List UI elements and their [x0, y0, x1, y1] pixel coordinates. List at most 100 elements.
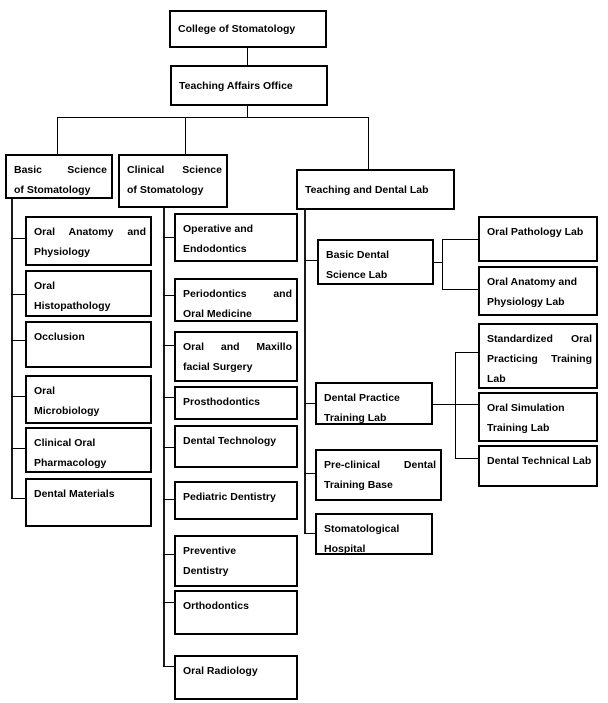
- node-label: facial Surgery: [183, 361, 253, 373]
- connector-stub: [11, 396, 26, 397]
- connector-stub: [11, 238, 26, 239]
- node-label: Dentistry: [183, 565, 229, 577]
- node-label: Teaching and Dental Lab: [305, 183, 429, 196]
- node-label: Basic Science: [14, 164, 107, 176]
- node-clinical-oral-pharmacology: Clinical Oral Pharmacology: [25, 427, 152, 473]
- node-label: Oral Medicine: [183, 308, 252, 320]
- node-label: Practicing Training: [487, 353, 592, 365]
- connector-practice-lab-bracket: [455, 352, 456, 459]
- connector-mainline: [57, 117, 368, 118]
- node-label: Clinical Oral: [34, 437, 96, 449]
- node-label: Lab: [487, 373, 506, 385]
- connector-stub: [442, 239, 478, 240]
- node-label: Dental Practice: [324, 392, 400, 404]
- node-label: Dental Technology: [183, 435, 277, 447]
- connector-stub: [163, 499, 175, 500]
- node-label: Training Lab: [487, 422, 550, 434]
- node-label: Oral and Maxillo: [183, 341, 292, 353]
- node-label: Clinical Science: [127, 164, 222, 176]
- node-label: Occlusion: [34, 331, 85, 343]
- connector-drop-clinical-science: [185, 117, 186, 155]
- connector-basic-lab-bracket: [442, 239, 443, 290]
- connector-stub: [455, 458, 478, 459]
- node-teaching-and-dental-lab: Teaching and Dental Lab: [296, 169, 455, 210]
- node-label: Hospital: [324, 543, 366, 555]
- connector-stub: [163, 397, 175, 398]
- node-teaching-affairs-office: Teaching Affairs Office: [170, 65, 328, 106]
- connector-stub: [163, 447, 175, 448]
- node-label: Training Lab: [324, 412, 387, 424]
- connector-stub: [11, 448, 26, 449]
- node-label: Dental Materials: [34, 488, 115, 500]
- node-label: Operative and: [183, 223, 254, 235]
- node-label: Pre-clinical Dental: [324, 459, 436, 471]
- node-label: Dental Technical Lab: [487, 455, 592, 467]
- node-label: Stomatological: [324, 523, 400, 535]
- node-label: of Stomatology: [14, 184, 91, 196]
- node-dental-practice-training-lab: Dental Practice Training Lab: [315, 382, 433, 425]
- node-label: Orthodontics: [183, 600, 249, 612]
- node-dental-technical-lab: Dental Technical Lab: [478, 445, 598, 487]
- node-label: Oral Anatomy and: [34, 226, 146, 238]
- connector-stub: [11, 498, 26, 499]
- connector-drop-basic-science: [57, 117, 58, 155]
- connector-basic-lab-feed: [434, 262, 443, 263]
- connector-trunk-basic-science: [11, 199, 13, 499]
- connector-college-affairs: [247, 48, 248, 65]
- connector-stub: [304, 473, 316, 474]
- node-label: Prosthodontics: [183, 396, 261, 408]
- node-label: Oral: [34, 385, 56, 397]
- node-basic-science-of-stomatology: Basic Science of Stomatology: [5, 154, 113, 199]
- node-label: Preventive: [183, 545, 237, 557]
- node-label: Science Lab: [326, 269, 388, 281]
- connector-stub: [304, 260, 317, 261]
- connector-stub: [163, 602, 175, 603]
- node-oral-and-maxillofacial-surgery: Oral and Maxillo facial Surgery: [174, 331, 298, 382]
- node-label: Teaching Affairs Office: [179, 79, 293, 92]
- node-oral-histopathology: Oral Histopathology: [25, 270, 152, 317]
- node-college-of-stomatology: College of Stomatology: [169, 10, 327, 48]
- node-label: Oral Anatomy and: [487, 276, 578, 288]
- node-dental-materials: Dental Materials: [25, 478, 152, 527]
- connector-drop-teaching-lab: [368, 117, 369, 169]
- node-stomatological-hospital: Stomatological Hospital: [315, 513, 433, 555]
- node-label: Physiology: [34, 246, 91, 258]
- node-pre-clinical-dental-training-base: Pre-clinical Dental Training Base: [315, 449, 442, 501]
- node-operative-and-endodontics: Operative and Endodontics: [174, 213, 298, 262]
- connector-stub: [11, 294, 26, 295]
- node-oral-microbiology: Oral Microbiology: [25, 375, 152, 424]
- node-oral-simulation-training-lab: Oral Simulation Training Lab: [478, 392, 598, 442]
- node-label: Histopathology: [34, 300, 111, 312]
- node-label: Oral: [34, 280, 56, 292]
- connector-stub: [304, 403, 316, 404]
- node-label: Standardized Oral: [487, 333, 592, 345]
- node-periodontics-and-oral-medicine: Periodontics and Oral Medicine: [174, 278, 298, 322]
- node-dental-technology: Dental Technology: [174, 425, 298, 468]
- node-oral-anatomy-and-physiology: Oral Anatomy and Physiology: [25, 216, 152, 266]
- node-label: Microbiology: [34, 405, 100, 417]
- connector-stub: [163, 295, 175, 296]
- connector-trunk-clinical-science: [163, 208, 165, 667]
- connector-trunk-teaching-lab: [304, 209, 306, 534]
- node-clinical-science-of-stomatology: Clinical Science of Stomatology: [118, 154, 228, 208]
- node-oral-radiology: Oral Radiology: [174, 655, 298, 700]
- node-orthodontics: Orthodontics: [174, 590, 298, 635]
- connector-stub: [163, 237, 175, 238]
- node-label: of Stomatology: [127, 184, 204, 196]
- node-oral-anatomy-and-physiology-lab: Oral Anatomy and Physiology Lab: [478, 266, 598, 316]
- node-prosthodontics: Prosthodontics: [174, 386, 298, 420]
- connector-stub: [304, 533, 316, 534]
- node-label: Periodontics and: [183, 288, 292, 300]
- node-standardized-oral-practicing-training-lab: Standardized Oral Practicing Training La…: [478, 323, 598, 389]
- connector-stub: [163, 666, 175, 667]
- node-label: Pediatric Dentistry: [183, 491, 276, 503]
- connector-stub: [442, 289, 478, 290]
- node-basic-dental-science-lab: Basic Dental Science Lab: [317, 239, 434, 285]
- connector-stub: [163, 554, 175, 555]
- connector-stub: [11, 340, 26, 341]
- node-label: Physiology Lab: [487, 296, 565, 308]
- node-label: Basic Dental: [326, 249, 390, 261]
- node-label: Oral Radiology: [183, 665, 258, 677]
- node-label: Training Base: [324, 479, 393, 491]
